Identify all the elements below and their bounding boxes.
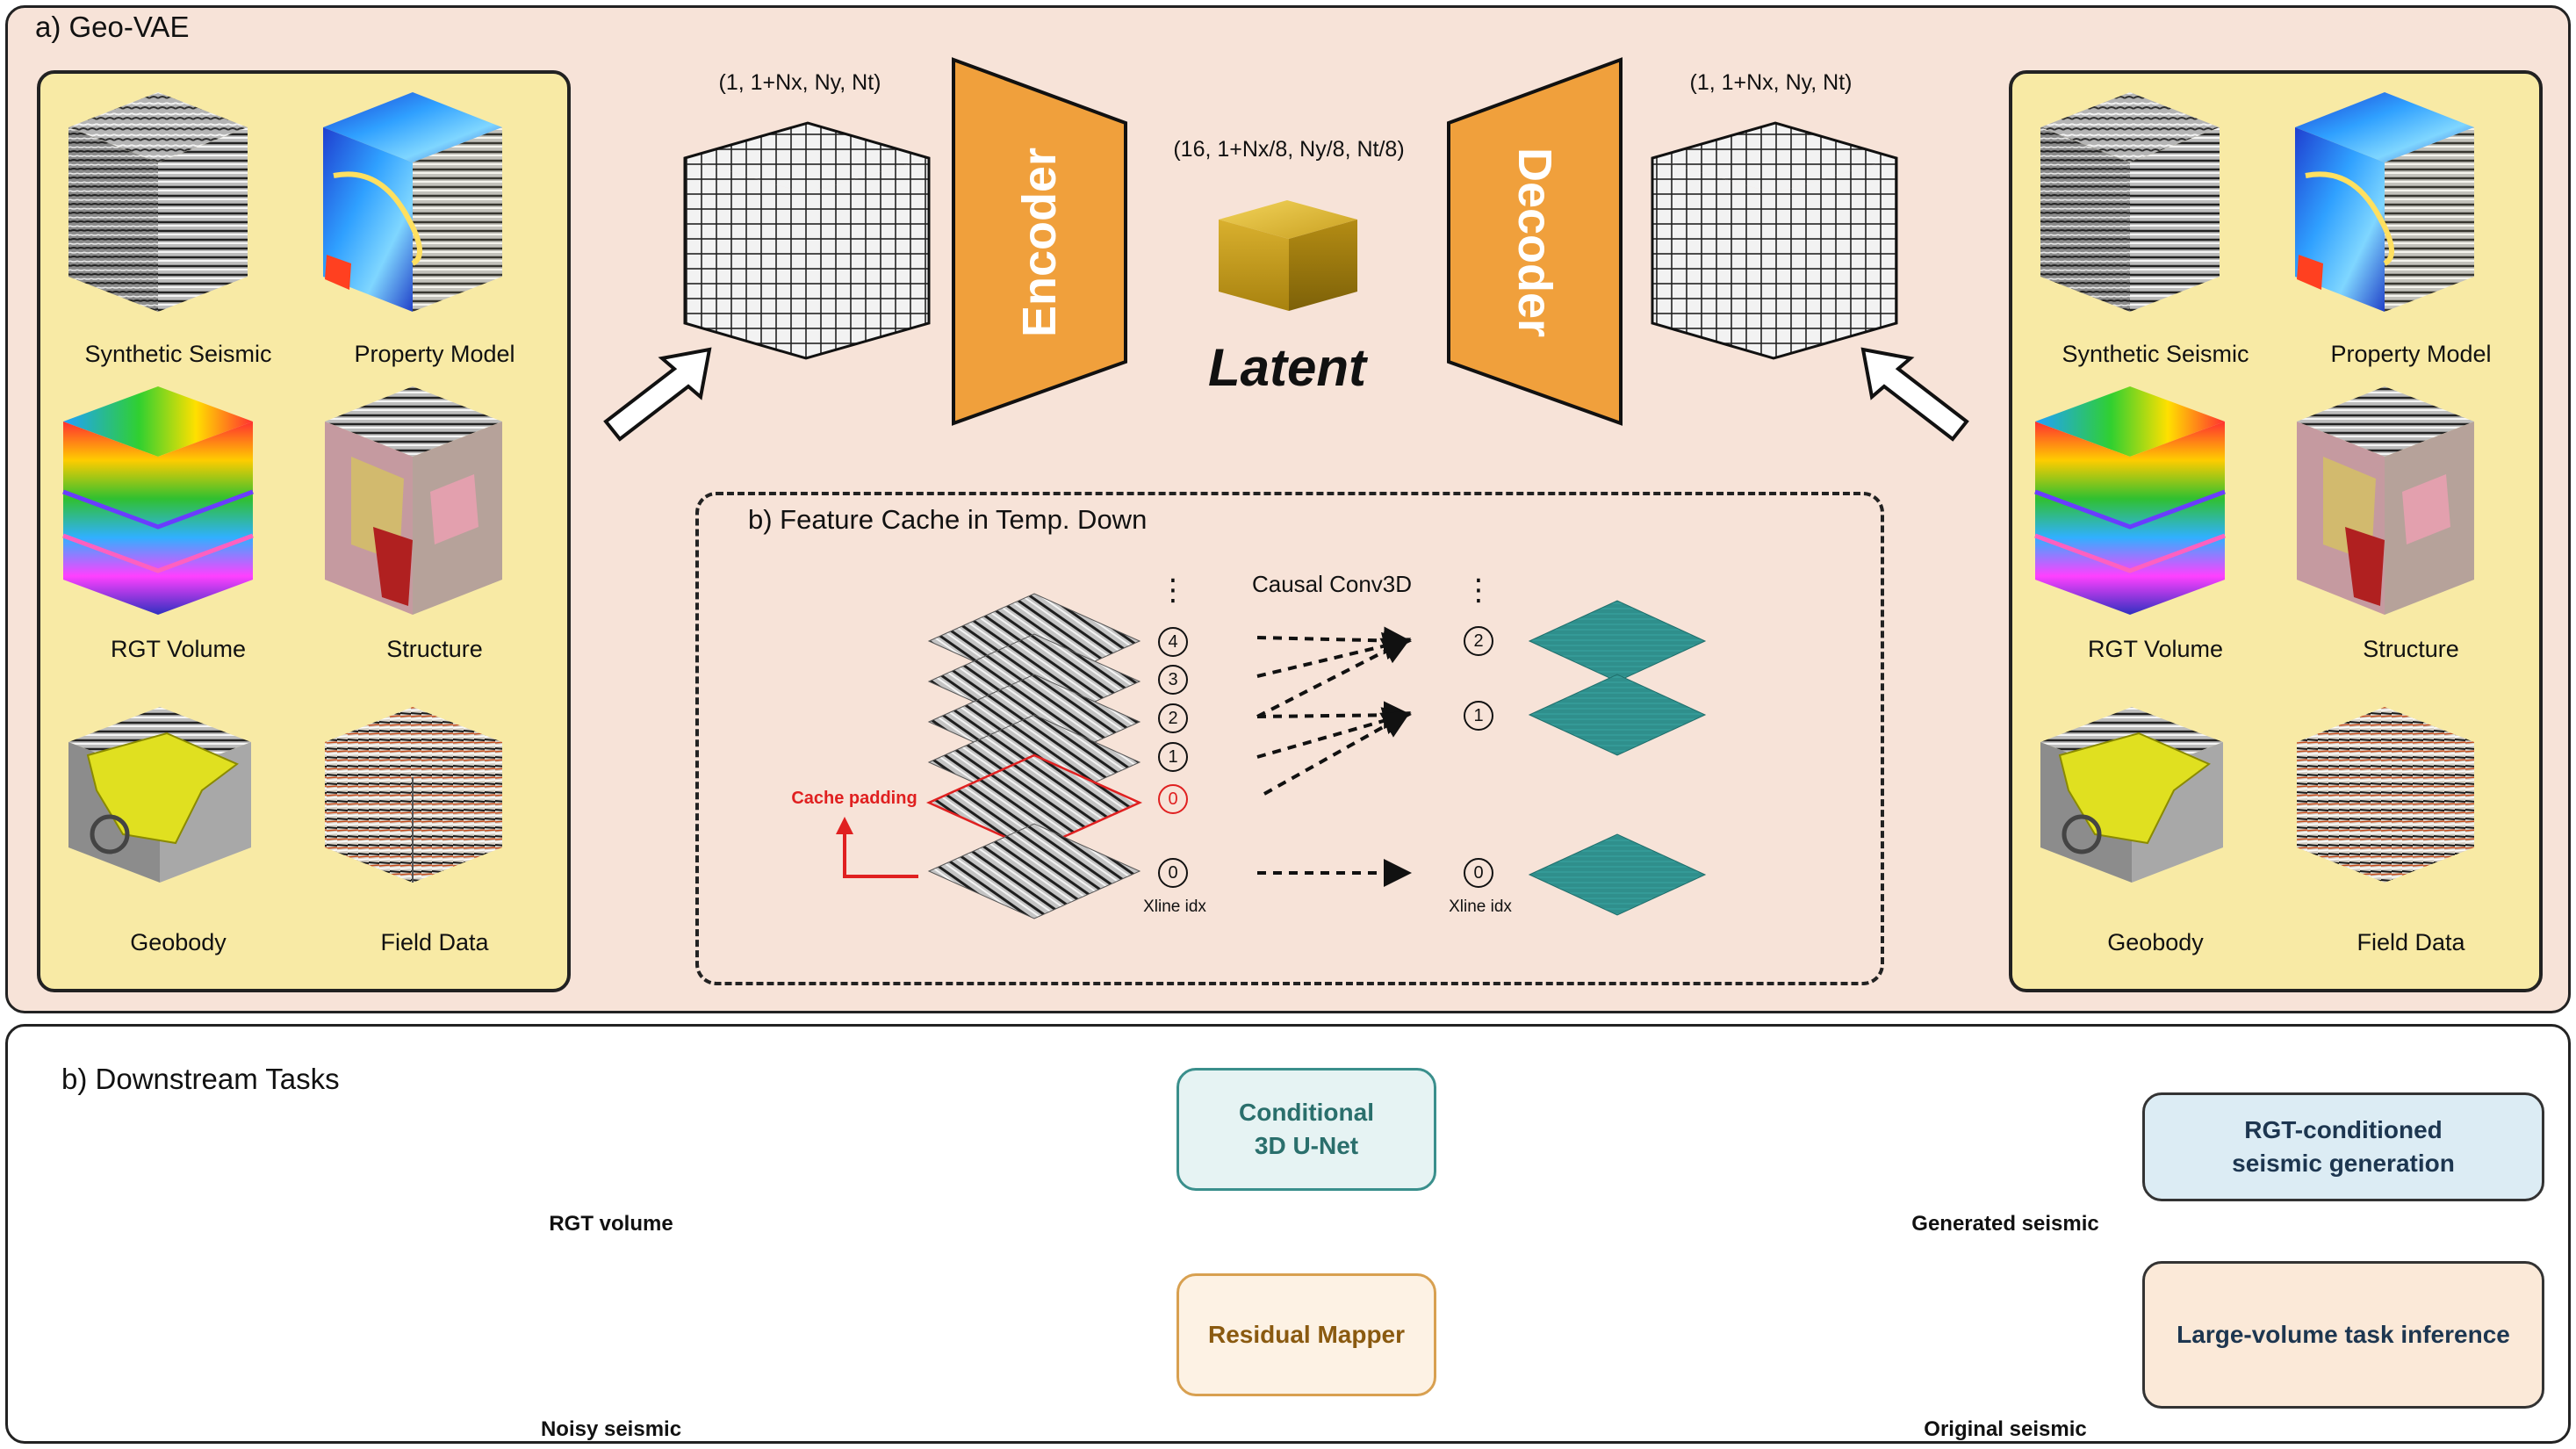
frozen-decoder-label: Frozen Decoder [1727, 1203, 1827, 1264]
z-noisy-label: Znoisy [989, 1334, 1066, 1367]
ellipsis-left: ⋮ [1158, 573, 1188, 607]
cube-property-model-right [2295, 92, 2474, 312]
label-property-model-left: Property Model [354, 341, 515, 367]
right-index-0: 0 [1464, 858, 1493, 888]
panel-b-title: b) Downstream Tasks [61, 1063, 340, 1095]
cache-padding-label: Cache padding [791, 789, 917, 808]
padding-index-0: 0 [1158, 784, 1188, 814]
encoder-block [952, 57, 1127, 426]
encoder-label: Encoder [1013, 147, 1066, 338]
conv-arrows [1256, 626, 1412, 887]
right-index-2: 2 [1464, 626, 1493, 656]
cube-field-data-left [325, 707, 502, 883]
cache-padding-arrow [843, 833, 918, 878]
z-rgt-label: ZRGT [994, 1135, 1061, 1169]
panel-a-title: a) Geo-VAE [35, 11, 190, 43]
conditional-unet-box: Conditional 3D U-Net [1176, 1068, 1436, 1191]
cache-title: b) Feature Cache in Temp. Down [748, 504, 1148, 535]
label-rgt-volume-left: RGT Volume [110, 636, 247, 662]
original-seismic-caption: Original seismic [1924, 1417, 2087, 1441]
label-synthetic-seismic-right: Synthetic Seismic [2062, 341, 2249, 367]
right-index-1: 1 [1464, 701, 1493, 731]
cube-geobody-left [68, 707, 251, 883]
xline-label-right: Xline idx [1449, 898, 1512, 916]
output-grid-cube [1651, 121, 1898, 360]
residual-mapper-box: Residual Mapper [1176, 1273, 1436, 1396]
z-noisy-main: Z [989, 1334, 1010, 1367]
decoder-label: Decoder [1508, 147, 1561, 338]
latent-shape-label: (16, 1+Nx/8, Ny/8, Nt/8) [1173, 137, 1405, 162]
label-property-model-right: Property Model [2330, 341, 2492, 367]
label-rgt-volume-right: RGT Volume [2087, 636, 2224, 662]
cube-geobody-right [2040, 707, 2223, 883]
seismic-slices-stack [925, 593, 1143, 919]
frozen-encoder-label: Frozen Encoder [774, 1203, 874, 1264]
label-field-data-right: Field Data [2357, 929, 2465, 955]
z-bottom-label: Z [1519, 1334, 1540, 1367]
cube-rgt-volume-left [62, 386, 254, 615]
latent-cube [1219, 200, 1357, 311]
cube-synthetic-seismic-right [2040, 92, 2220, 312]
teal-slices [1528, 600, 1707, 916]
cube-property-model-left [323, 92, 502, 312]
z-rgt-sub: RGT [1013, 1144, 1061, 1167]
left-index-1: 1 [1158, 742, 1188, 772]
xline-label-left: Xline idx [1143, 898, 1206, 916]
label-field-data-left: Field Data [380, 929, 489, 955]
cube-synthetic-seismic-left [68, 92, 248, 312]
z-top-label: Z [1519, 1135, 1540, 1169]
left-index-4: 4 [1158, 627, 1188, 657]
cube-rgt-volume-right [2034, 386, 2226, 615]
z-rgt-main: Z [993, 1135, 1014, 1169]
left-index-2: 2 [1158, 703, 1188, 733]
task-large-volume-box: Large-volume task inference [2142, 1261, 2544, 1409]
feature-cache-box [695, 492, 1884, 985]
cube-field-data-right [2297, 707, 2474, 883]
label-structure-right: Structure [2363, 636, 2459, 662]
input-shape-label: (1, 1+Nx, Ny, Nt) [718, 70, 881, 95]
task-rgt-conditioned-box: RGT-conditioned seismic generation [2142, 1092, 2544, 1201]
cube-structure-left [325, 386, 502, 615]
left-index-3: 3 [1158, 665, 1188, 695]
decoder-block [1447, 57, 1623, 426]
label-synthetic-seismic-left: Synthetic Seismic [84, 341, 272, 367]
left-index-0: 0 [1158, 858, 1188, 888]
noisy-seismic-caption: Noisy seismic [540, 1417, 682, 1441]
output-shape-label: (1, 1+Nx, Ny, Nt) [1689, 70, 1853, 95]
label-geobody-right: Geobody [2107, 929, 2204, 955]
rgt-volume-caption: RGT volume [549, 1212, 673, 1236]
input-grid-cube [683, 121, 931, 360]
latent-label: Latent [1208, 338, 1366, 397]
generated-seismic-caption: Generated seismic [1911, 1212, 2099, 1236]
cube-structure-right [2297, 386, 2474, 615]
ellipsis-right: ⋮ [1464, 573, 1493, 607]
z-noisy-sub: noisy [1009, 1343, 1066, 1366]
label-geobody-left: Geobody [130, 929, 227, 955]
label-structure-left: Structure [386, 636, 483, 662]
hollow-arrow-in [603, 347, 712, 442]
hollow-arrow-out [1860, 347, 1969, 442]
causal-conv-label: Causal Conv3D [1251, 571, 1413, 597]
